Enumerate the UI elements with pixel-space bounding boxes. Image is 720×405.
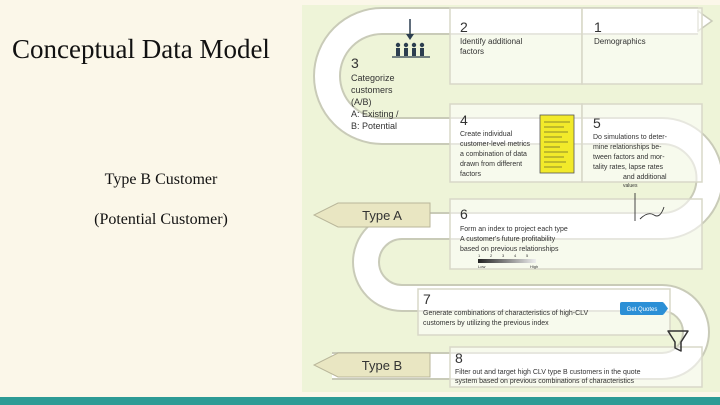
step-3-line: (A/B) bbox=[351, 97, 372, 107]
step-8-line: Filter out and target high CLV type B cu… bbox=[455, 369, 641, 376]
step-1-number: 1 bbox=[594, 19, 602, 35]
step-3-number: 3 bbox=[351, 55, 359, 71]
step-4-line: factors bbox=[460, 171, 482, 178]
customer-type-label: Type B Customer bbox=[104, 171, 218, 188]
step-5-number: 5 bbox=[593, 115, 601, 131]
gradient-scale-icon: 1 2 3 4 5 Low High bbox=[478, 253, 538, 269]
process-diagram-svg: Type A Type B 1 Demographics 2 Identify … bbox=[302, 5, 720, 392]
step-2-line: factors bbox=[460, 47, 484, 56]
type-a-arrow bbox=[312, 202, 431, 228]
type-b-label: Type B bbox=[362, 358, 402, 373]
step-8: 8 Filter out and target high CLV type B … bbox=[455, 350, 641, 385]
scale-low-label: Low bbox=[478, 264, 485, 269]
signature-icon bbox=[634, 193, 665, 221]
people-icon bbox=[392, 19, 430, 58]
left-text-panel: Conceptual Data Model Type B Customer (P… bbox=[0, 0, 302, 397]
step-3: 3 Categorize customers (A/B) A: Existing… bbox=[351, 55, 399, 131]
step-4-line: Create individual bbox=[460, 131, 513, 138]
step-6-line: A customer's future profitability bbox=[460, 236, 556, 243]
step-7-line: customers by utilizing the previous inde… bbox=[423, 320, 549, 327]
step-5-line: and additional bbox=[623, 174, 667, 181]
scale-number: 4 bbox=[514, 253, 517, 258]
type-a-label: Type A bbox=[362, 208, 402, 223]
step-4-line: drawn from different bbox=[460, 161, 522, 168]
step-4-number: 4 bbox=[460, 112, 468, 128]
step-5-line: Do simulations to deter- bbox=[593, 134, 668, 141]
step-6: 6 Form an index to project each type A c… bbox=[460, 206, 568, 253]
notepad-icon bbox=[539, 114, 575, 174]
step-5-line: tality rates, lapse rates bbox=[593, 164, 664, 171]
scale-number: 1 bbox=[478, 253, 481, 258]
step-2-line: Identify additional bbox=[460, 37, 522, 46]
process-diagram: Type A Type B 1 Demographics 2 Identify … bbox=[302, 5, 720, 392]
step-7-number: 7 bbox=[423, 291, 431, 307]
step-5-line: mine relationships be- bbox=[593, 144, 662, 151]
step-7-line: Generate combinations of characteristics… bbox=[423, 310, 589, 317]
funnel-icon bbox=[667, 330, 689, 352]
scale-high-label: High bbox=[530, 264, 538, 269]
type-b-arrow bbox=[312, 352, 431, 378]
step-5: 5 Do simulations to deter- mine relation… bbox=[593, 115, 668, 189]
step-6-line: Form an index to project each type bbox=[460, 226, 568, 233]
scale-number: 3 bbox=[502, 253, 505, 258]
step-6-number: 6 bbox=[460, 206, 468, 222]
step-5-line: tween factors and mor- bbox=[593, 154, 665, 161]
step-7: 7 Generate combinations of characteristi… bbox=[423, 291, 589, 327]
scale-number: 5 bbox=[526, 253, 529, 258]
step-3-line: customers bbox=[351, 85, 393, 95]
step-4-line: a combination of data bbox=[460, 151, 527, 158]
step-frames bbox=[417, 7, 703, 388]
get-quotes-button[interactable]: Get Quotes bbox=[620, 302, 668, 315]
scale-number: 2 bbox=[490, 253, 493, 258]
step-3-line: B: Potential bbox=[351, 121, 397, 131]
step-5-line: values bbox=[623, 183, 638, 189]
step-6-line: based on previous relationships bbox=[460, 246, 559, 253]
step-1: 1 Demographics bbox=[594, 19, 646, 46]
step-2: 2 Identify additional factors bbox=[460, 19, 522, 56]
step-8-number: 8 bbox=[455, 350, 463, 366]
step-4-line: customer-level metrics bbox=[460, 141, 531, 148]
bottom-accent-bar bbox=[0, 397, 720, 405]
slide-title: Conceptual Data Model bbox=[12, 34, 270, 64]
get-quotes-label: Get Quotes bbox=[627, 307, 658, 313]
step-2-number: 2 bbox=[460, 19, 468, 35]
step-8-line: system based on previous combinations of… bbox=[455, 378, 634, 385]
step-3-line: A: Existing / bbox=[351, 109, 399, 119]
customer-type-description: (Potential Customer) bbox=[94, 211, 228, 228]
step-3-line: Categorize bbox=[351, 73, 395, 83]
step-1-line: Demographics bbox=[594, 37, 646, 46]
step-4: 4 Create individual customer-level metri… bbox=[460, 112, 531, 178]
